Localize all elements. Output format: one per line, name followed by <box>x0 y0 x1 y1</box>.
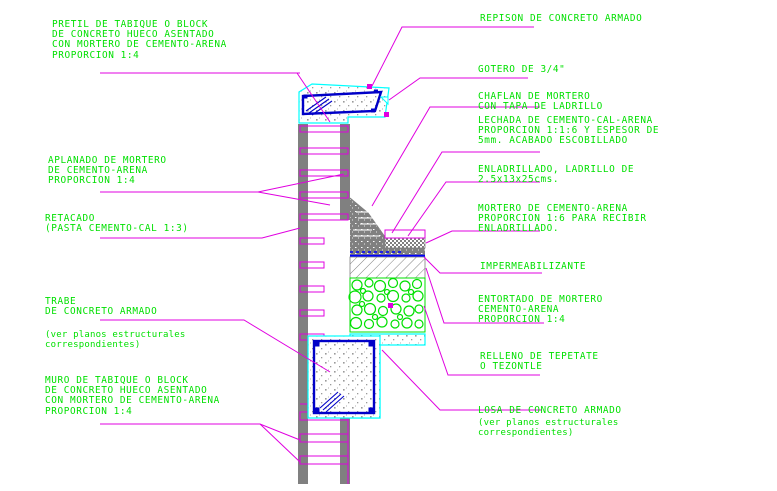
annotation-line: PROPORCION 1:4 <box>48 175 136 187</box>
annotation-line: ENTORTADO DE MORTERO <box>478 294 603 305</box>
annotation-retacado: RETACADO(PASTA CEMENTO-CAL 1:3) <box>45 213 189 235</box>
annotation-line: RETACADO <box>45 213 95 224</box>
annotation-line: CON MORTERO DE CEMENTO-ARENA <box>45 395 220 407</box>
annotation-line: CHAFLAN DE MORTERO <box>478 91 591 102</box>
trabe-concrete-beam <box>307 335 381 419</box>
annotation-line: TRABE <box>45 296 77 307</box>
repison-concrete-cap <box>298 83 390 124</box>
annotation-line: LOSA DE CONCRETO ARMADO <box>478 405 622 416</box>
annotation-line: RELLENO DE TEPETATE <box>480 351 599 362</box>
annotation-line: LECHADA DE CEMENTO-CAL-ARENA <box>478 115 653 126</box>
annotation-line: DE CONCRETO HUECO ASENTADO <box>52 29 215 41</box>
annotation-line: MORTERO DE CEMENTO-ARENA <box>478 203 628 214</box>
annotation-line: PROPORCION 1:4 <box>45 405 133 417</box>
annotation-line: DE CONCRETO HUECO ASENTADO <box>45 385 208 397</box>
annotation-line: CON MORTERO DE CEMENTO-ARENA <box>52 39 227 51</box>
leader-lines <box>140 26 476 463</box>
annotation-line: DE CONCRETO ARMADO <box>45 306 158 318</box>
annotation-line: PROPORCION 1:1:6 Y ESPESOR DE <box>478 125 660 137</box>
annotation-line: PRETIL DE TABIQUE O BLOCK <box>52 19 209 30</box>
impermeabilizante-membrane <box>350 251 425 258</box>
annotation-line: CON TAPA DE LADRILLO <box>478 101 603 113</box>
annotation-line: REPISON DE CONCRETO ARMADO <box>480 13 643 24</box>
annotation-line: (PASTA CEMENTO-CAL 1:3) <box>45 223 189 235</box>
entortado-mortar-screed <box>349 256 426 279</box>
annotation-losa: LOSA DE CONCRETO ARMADO <box>478 405 622 416</box>
annotation-line: 5mm. ACABADO ESCOBILLADO <box>478 135 628 147</box>
annotation-line: O TEZONTLE <box>480 361 543 373</box>
annotation-line: APLANADO DE MORTERO <box>48 155 167 166</box>
annotation-line: PROPORCION 1:6 PARA RECIBIR <box>478 213 647 225</box>
grip-handles-repison <box>367 84 389 117</box>
annotation-line: PROPORCION 1:4 <box>478 314 566 326</box>
annotation-impermeabilizante: IMPERMEABILIZANTE <box>480 261 587 272</box>
wall-joint-lines-upper <box>299 125 349 221</box>
annotation-gotero: GOTERO DE 3/4" <box>478 64 566 75</box>
gotero-drip-groove <box>379 96 389 106</box>
annotation-line: IMPERMEABILIZANTE <box>480 261 587 272</box>
annotation-line: MURO DE TABIQUE O BLOCK <box>45 375 189 386</box>
annotation-line: ENLADRILLADO. <box>478 223 560 235</box>
annotation-line: (ver planos estructurales <box>45 330 186 340</box>
enladrillado-brick-course <box>384 229 426 249</box>
annotation-line: CEMENTO-ARENA <box>478 304 560 316</box>
label-underlines <box>100 26 544 425</box>
annotation-line: correspondientes) <box>478 428 574 439</box>
annotation-line: DE CEMENTO-ARENA <box>48 165 148 177</box>
annotation-line: 2.5x13x25cms. <box>478 174 560 186</box>
relleno-tepetate-fill <box>348 277 426 333</box>
annotation-line: GOTERO DE 3/4" <box>478 64 566 75</box>
annotation-line: ENLADRILLADO, LADRILLO DE <box>478 164 635 175</box>
annotation-line: (ver planos estructurales <box>478 418 619 428</box>
annotation-line: correspondientes) <box>45 340 141 351</box>
annotation-line: PROPORCION 1:4 <box>52 49 140 61</box>
annotation-repison: REPISON DE CONCRETO ARMADO <box>480 13 643 24</box>
